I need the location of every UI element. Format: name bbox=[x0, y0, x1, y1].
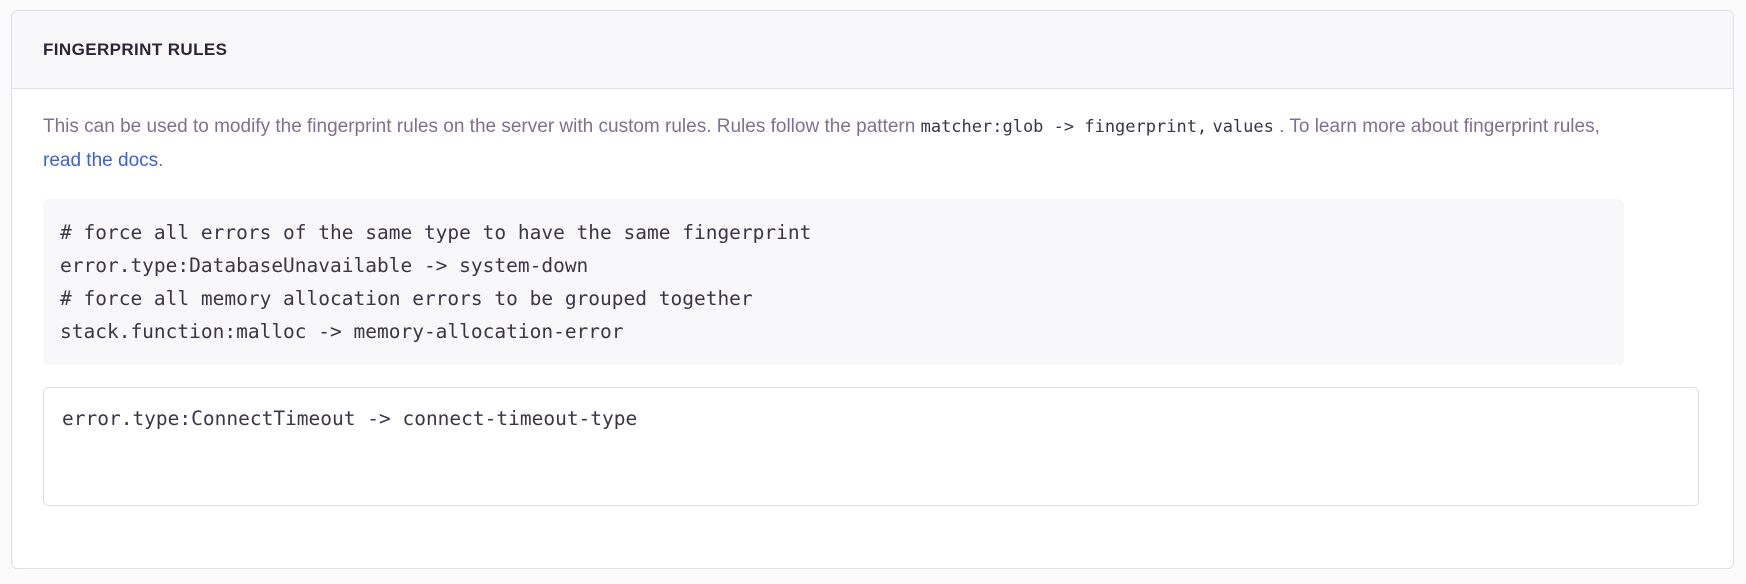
inline-code-values: values bbox=[1212, 117, 1274, 137]
fingerprint-rules-input[interactable] bbox=[43, 387, 1699, 506]
inline-code-pattern: matcher:glob -> fingerprint, bbox=[920, 117, 1208, 137]
panel-description: This can be used to modify the fingerpri… bbox=[43, 110, 1603, 177]
description-text-part-1: This can be used to modify the fingerpri… bbox=[43, 116, 921, 137]
read-the-docs-link[interactable]: read the docs bbox=[43, 150, 159, 171]
example-code-text: # force all errors of the same type to h… bbox=[60, 221, 812, 343]
description-text-part-2: . To learn more about fingerprint rules, bbox=[1273, 116, 1600, 137]
panel-body: This can be used to modify the fingerpri… bbox=[12, 89, 1733, 506]
description-text-part-3: . bbox=[158, 150, 164, 171]
fingerprint-rules-panel: FINGERPRINT RULES This can be used to mo… bbox=[11, 10, 1734, 569]
page-title: FINGERPRINT RULES bbox=[43, 40, 228, 59]
panel-header: FINGERPRINT RULES bbox=[12, 11, 1733, 89]
example-code-block: # force all errors of the same type to h… bbox=[43, 199, 1624, 365]
